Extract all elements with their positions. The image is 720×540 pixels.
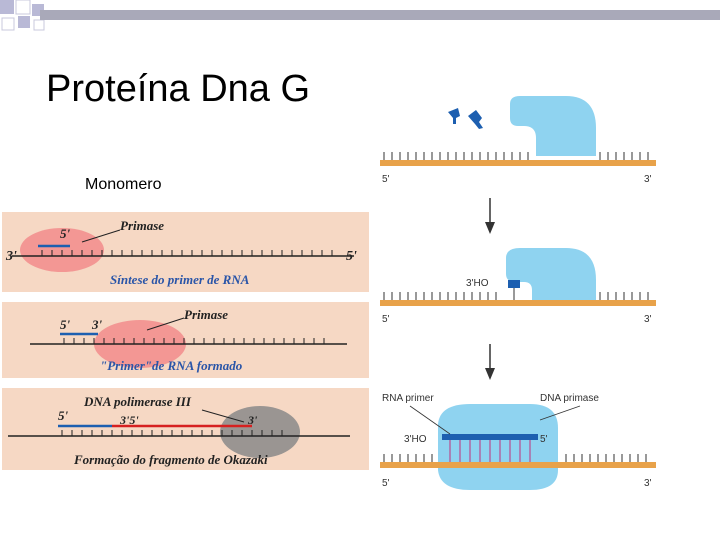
three-prime-right-label: 3' bbox=[247, 413, 258, 427]
three-prime-label: 3' bbox=[644, 174, 652, 185]
panel3-caption: Formação do fragmento de Okazaki bbox=[73, 452, 268, 467]
three-prime-label: 3' bbox=[91, 317, 103, 332]
five-prime-label: 5' bbox=[60, 226, 71, 241]
three-prime-left-label: 3' bbox=[5, 249, 17, 264]
polymerase-blob bbox=[220, 406, 300, 458]
panel-primer-synthesis: Primase 5' 3' 5' Síntese do primer de RN… bbox=[2, 212, 369, 292]
polymerase-label: DNA polimerase III bbox=[83, 394, 192, 409]
arrow-down-icon bbox=[485, 198, 495, 234]
dna-strand bbox=[380, 160, 656, 166]
panel-okazaki: DNA polimerase III 5' 3'5' 3' Formação d… bbox=[2, 388, 369, 470]
step2-group: 3'HO 5' 3' bbox=[380, 248, 656, 325]
five-prime-label: 5' bbox=[58, 408, 69, 423]
panel2-caption: "Primer"de RNA formado bbox=[100, 358, 243, 373]
five-prime-label: 5' bbox=[382, 174, 390, 185]
five-prime-mid-label: 5' bbox=[540, 434, 548, 445]
three-prime-label: 3' bbox=[644, 478, 652, 489]
primase-enzyme bbox=[438, 404, 558, 490]
primase-enzyme bbox=[506, 248, 596, 304]
rna-primer-label: RNA primer bbox=[382, 393, 434, 404]
panel-primer-formed: 5' 3' Primase "Primer"de RNA formado bbox=[2, 302, 369, 378]
three-prime-label: 3' bbox=[644, 314, 652, 325]
dna-primase-label: DNA primase bbox=[540, 393, 599, 404]
slide-title: Proteína Dna G bbox=[46, 68, 311, 110]
primase-mechanism-diagram: 5' 3' bbox=[370, 90, 720, 500]
five-prime-right-label: 5' bbox=[346, 249, 357, 264]
three-ho-label: 3'HO bbox=[466, 278, 489, 289]
dna-strand bbox=[380, 300, 656, 306]
three-ho-label: 3'HO bbox=[404, 434, 427, 445]
step3-group: RNA primer DNA primase 3'HO 5' 5' 3' bbox=[380, 393, 656, 490]
primase-label: Primase bbox=[184, 307, 228, 322]
corner-decoration bbox=[0, 0, 45, 31]
rna-primer-strand bbox=[442, 434, 538, 440]
primase-label: Primase bbox=[120, 218, 164, 233]
panel1-caption: Síntese do primer de RNA bbox=[110, 272, 250, 287]
five-prime-label: 5' bbox=[60, 317, 71, 332]
dna-strand bbox=[380, 462, 656, 468]
five-prime-label: 5' bbox=[382, 478, 390, 489]
free-nucleotide-icon bbox=[448, 108, 460, 124]
primase-pointer bbox=[81, 229, 121, 243]
slide-subtitle: Monomero bbox=[85, 176, 162, 193]
primase-enzyme bbox=[510, 96, 596, 156]
free-nucleotide-icon bbox=[468, 110, 483, 129]
three-five-label: 3'5' bbox=[119, 413, 139, 427]
top-bar bbox=[40, 10, 720, 20]
arrow-down-icon bbox=[485, 344, 495, 380]
rna-primer-nucleotide bbox=[508, 280, 520, 288]
five-prime-label: 5' bbox=[382, 314, 390, 325]
step1-group: 5' 3' bbox=[380, 96, 656, 185]
